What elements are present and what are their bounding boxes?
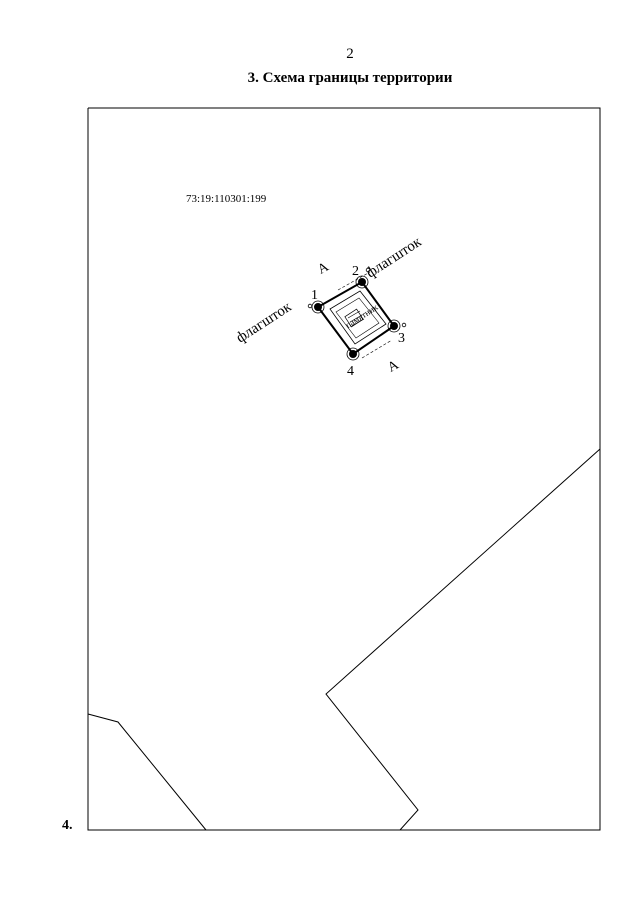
map-frame — [87, 107, 601, 831]
flagpole-label-left: флагшток — [233, 299, 295, 347]
corner-point-2 — [355, 267, 371, 289]
point-label-2: 2 — [352, 264, 359, 279]
section-line-upper — [337, 271, 371, 291]
section-title: 3. Схема границы территории — [247, 70, 453, 86]
monument-icon — [344, 308, 365, 328]
corner-point-4 — [346, 347, 360, 361]
point-label-3: 3 — [398, 331, 405, 346]
page-number: 2 — [346, 46, 354, 62]
corner-point-3 — [387, 319, 407, 333]
section-marker-top: А — [315, 259, 332, 277]
cadastral-number: 73:19:110301:199 — [186, 193, 267, 205]
point-label-4: 4 — [347, 364, 354, 379]
flagpole-label-right: флагшток — [363, 234, 425, 282]
monument-inner-outline — [335, 297, 380, 339]
parcel-boundary-right — [325, 448, 601, 831]
section-marker-bottom: А — [385, 357, 402, 375]
point-label-1: 1 — [311, 288, 318, 303]
parcel-boundary-left — [87, 713, 207, 831]
corner-point-1 — [307, 300, 325, 314]
section-line-lower — [361, 339, 393, 359]
footer-section-number: 4. — [62, 818, 73, 833]
monument-outline — [329, 290, 387, 345]
